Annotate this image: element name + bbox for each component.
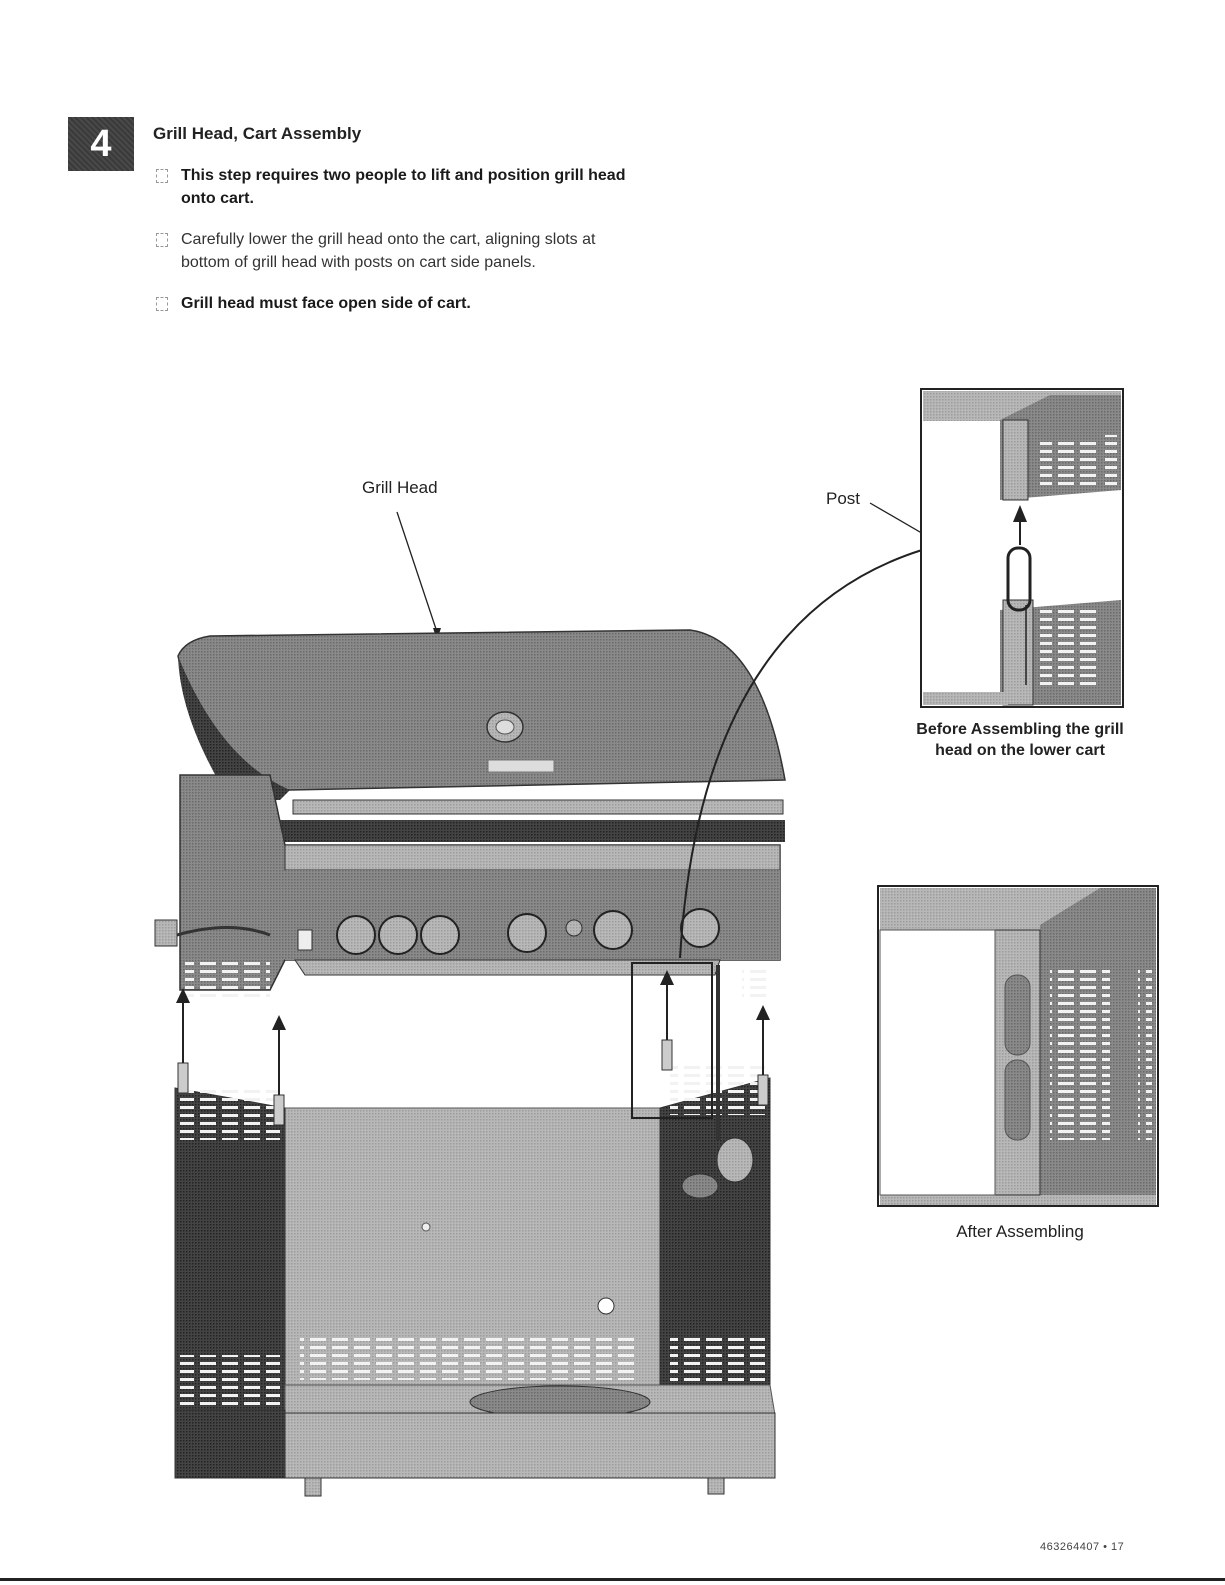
instruction-bullet: Grill head must face open side of cart.	[156, 292, 626, 315]
instruction-text: Carefully lower the grill head onto the …	[181, 231, 596, 271]
instruction-bullet: Carefully lower the grill head onto the …	[156, 228, 626, 274]
grill-head	[154, 629, 786, 1000]
lower-cart	[174, 965, 776, 1497]
checkbox-icon	[156, 297, 168, 311]
checkbox-icon	[156, 233, 168, 247]
checkbox-icon	[156, 169, 168, 183]
detail-callout-box	[631, 962, 713, 1119]
before-assembly-caption: Before Assembling the grill head on the …	[916, 721, 1124, 759]
callout-connector	[679, 549, 923, 959]
step-title: Grill Head, Cart Assembly	[153, 124, 362, 143]
instruction-bullet: This step requires two people to lift an…	[156, 164, 626, 210]
grill-head-pointer	[396, 511, 441, 640]
lift-arrows	[176, 970, 770, 1095]
instruction-text: This step requires two people to lift an…	[181, 167, 626, 207]
control-knobs	[336, 908, 720, 955]
before-assembly-inset	[920, 388, 1124, 708]
instruction-text: Grill head must face open side of cart.	[181, 295, 471, 312]
post-label: Post	[826, 489, 861, 508]
after-assembly-caption: After Assembling	[956, 1222, 1084, 1241]
step-number-badge: 4	[68, 117, 134, 171]
after-assembly-inset	[877, 885, 1159, 1207]
page-number: 463264407 • 17	[1040, 1541, 1125, 1553]
bottom-rule	[0, 1578, 1225, 1581]
grill-head-label: Grill Head	[362, 478, 438, 497]
